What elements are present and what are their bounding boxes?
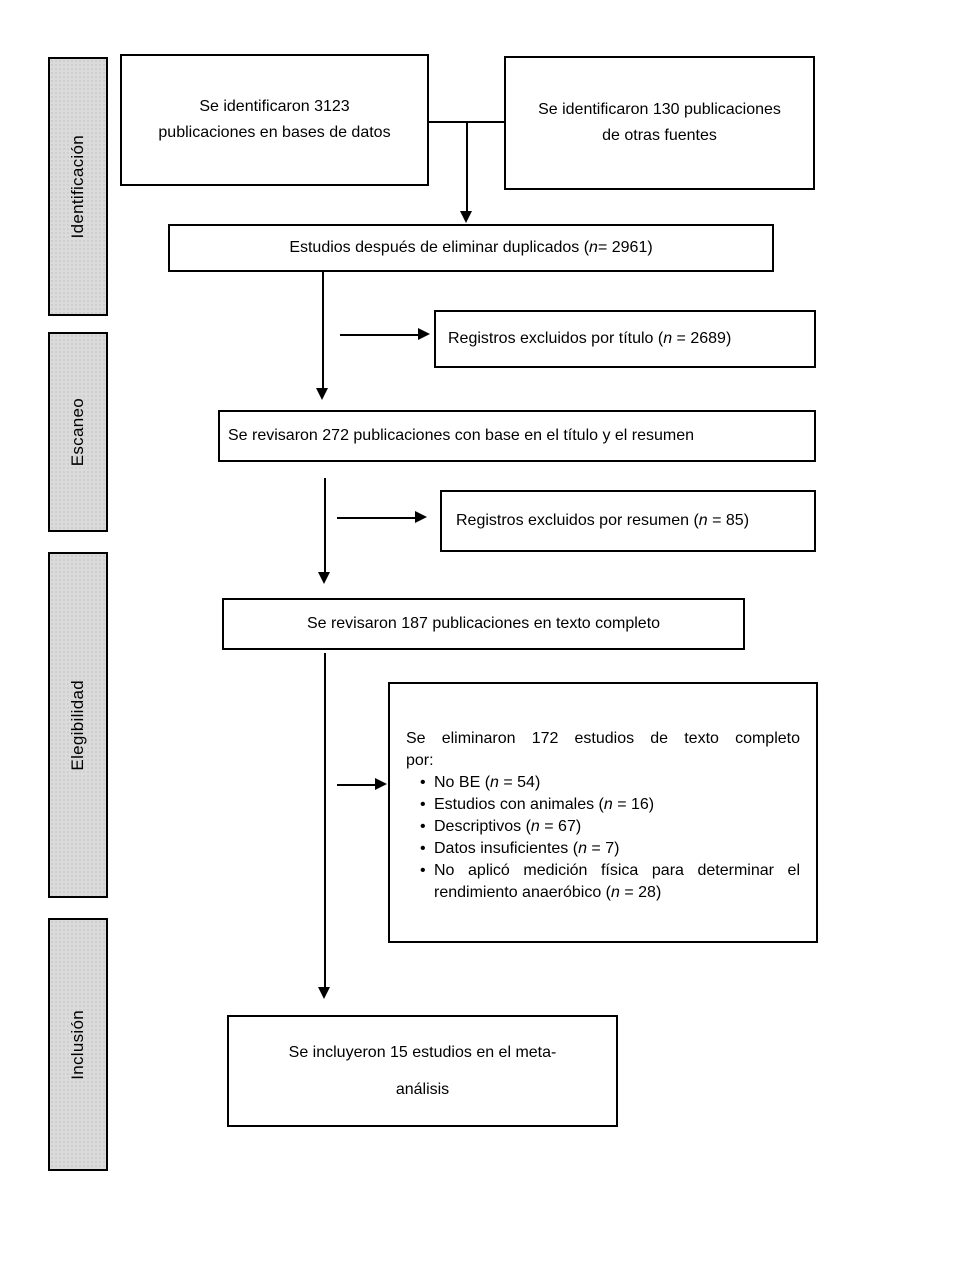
arrowhead-duplicates-down: [316, 388, 328, 400]
list-item: • No BE (n = 54): [406, 772, 800, 794]
n-variable: n: [698, 512, 708, 529]
bullet-icon: •: [420, 818, 426, 835]
n-variable: n: [611, 884, 620, 901]
n-variable: n: [578, 840, 587, 857]
arrow-title-abstract-down: [324, 478, 326, 574]
n-variable: n: [589, 239, 598, 256]
bullet-icon: •: [420, 796, 426, 813]
list-item: • Estudios con animales (n = 16): [406, 794, 800, 816]
arrowhead-fulltext-exclusion: [375, 778, 387, 790]
arrow-fulltext-down: [324, 653, 326, 989]
box-text-line: Se identificaron 3123: [199, 98, 350, 115]
bullet-icon: •: [420, 840, 426, 857]
stage-label: Identificación: [68, 134, 87, 239]
box-text-line: de otras fuentes: [602, 127, 717, 144]
box-reviewed-fulltext: Se revisaron 187 publicaciones en texto …: [222, 598, 745, 650]
exclusions-heading: Se eliminaron 172 estudios de texto comp…: [406, 730, 800, 747]
list-item: • Descriptivos (n = 67): [406, 816, 800, 838]
arrowhead-merge-down: [460, 211, 472, 223]
box-text-line: Registros excluidos por título (n = 2689…: [448, 330, 732, 347]
box-excluded-by-abstract: Registros excluidos por resumen (n = 85): [440, 490, 816, 552]
stage-escaneo: Escaneo: [48, 332, 108, 532]
box-text-line: Se identificaron 130 publicaciones: [538, 101, 781, 118]
box-text-line: publicaciones en bases de datos: [158, 124, 391, 141]
list-item: • Datos insuficientes (n = 7): [406, 838, 800, 860]
exclusion-reason-list: • No BE (n = 54) • Estudios con animales…: [406, 772, 800, 904]
stage-inclusion: Inclusión: [48, 918, 108, 1171]
arrow-merge-down: [466, 121, 468, 213]
box-text-line: Se incluyeron 15 estudios en el meta-: [288, 1044, 557, 1061]
arrowhead-title-abstract-down: [318, 572, 330, 584]
stage-label: Inclusión: [68, 1009, 87, 1080]
arrowhead-title-exclusion: [418, 328, 430, 340]
exclusions-heading-cont: por:: [406, 752, 434, 769]
n-variable: n: [490, 774, 499, 791]
stage-label: Elegibilidad: [68, 679, 87, 771]
box-after-duplicates: Estudios después de eliminar duplicados …: [168, 224, 774, 272]
list-item: • No aplicó medición física para determi…: [406, 860, 800, 904]
bullet-icon: •: [420, 774, 426, 791]
arrow-branch-title-exclusion: [340, 334, 420, 336]
arrow-branch-fulltext-exclusion: [337, 784, 377, 786]
n-variable: n: [603, 796, 613, 813]
arrow-duplicates-down: [322, 272, 324, 390]
bullet-icon: •: [420, 862, 426, 879]
n-variable: n: [663, 330, 673, 347]
box-fulltext-exclusions: Se eliminaron 172 estudios de texto comp…: [388, 682, 818, 943]
stage-identificacion: Identificación: [48, 57, 108, 316]
box-identified-other-sources: Se identificaron 130 publicaciones de ot…: [504, 56, 815, 190]
box-reviewed-title-abstract: Se revisaron 272 publicaciones con base …: [218, 410, 816, 462]
arrowhead-fulltext-down: [318, 987, 330, 999]
box-text-line: Registros excluidos por resumen (n = 85): [456, 512, 750, 529]
arrowhead-abstract-exclusion: [415, 511, 427, 523]
stage-label: Escaneo: [68, 397, 87, 467]
box-text-line: Se revisaron 187 publicaciones en texto …: [306, 615, 661, 632]
box-text-line: análisis: [395, 1081, 450, 1098]
box-text-line: Se revisaron 272 publicaciones con base …: [228, 427, 695, 444]
box-identified-databases: Se identificaron 3123 publicaciones en b…: [120, 54, 429, 186]
stage-elegibilidad: Elegibilidad: [48, 552, 108, 898]
arrow-branch-abstract-exclusion: [337, 517, 417, 519]
box-included-meta-analysis: Se incluyeron 15 estudios en el meta- an…: [227, 1015, 618, 1127]
box-text-line: Estudios después de eliminar duplicados …: [289, 239, 653, 256]
box-excluded-by-title: Registros excluidos por título (n = 2689…: [434, 310, 816, 368]
n-variable: n: [530, 818, 540, 835]
